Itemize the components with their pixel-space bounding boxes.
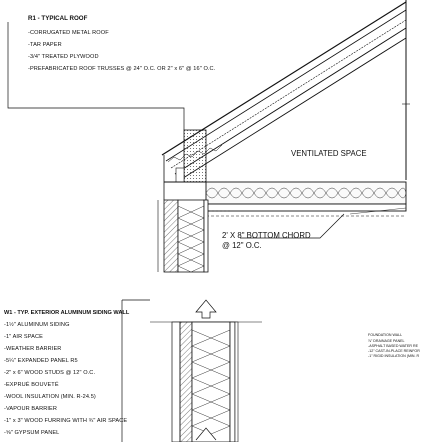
wall-schedule-item: -VAPOUR BARRIER	[4, 406, 57, 412]
fascia-block	[163, 129, 207, 200]
bottom-chord-spacing-label: @ 12" O.C.	[222, 241, 262, 250]
ventilated-space-label: VENTILATED SPACE	[291, 149, 367, 158]
roof-schedule-item: -3/4" TREATED PLYWOOD	[28, 54, 99, 60]
wall-schedule-item: -WEATHER BARRIER	[4, 346, 62, 352]
wall-schedule-item: -1" x 3" WOOD FURRING WITH ¾" AIR SPACE	[4, 418, 128, 424]
foundation-schedule-item: ⅞" DRAINAGE PANEL	[368, 339, 405, 343]
lower-wall	[150, 299, 262, 442]
upper-wall	[157, 199, 230, 273]
foundation-schedule-item: -12" CAST-IN-PLACE REINFOR	[368, 349, 420, 353]
wall-schedule-item: -WOOL INSULATION (MIN. R-24.5)	[4, 394, 96, 400]
roof-schedule-item: -CORRUGATED METAL ROOF	[28, 30, 109, 36]
roof-schedule-item: -TAR PAPER	[28, 42, 62, 48]
foundation-schedule-item: FOUNDATION WALL	[368, 333, 403, 337]
wall-schedule-item: -1" AIR SPACE	[4, 334, 43, 340]
ceiling-insulation	[205, 181, 407, 217]
wall-schedule-item: -5¼" EXPANDED PANEL R5	[4, 358, 78, 364]
wall-schedule-item: -1½" ALUMINUM SIDING	[4, 322, 70, 328]
roof-schedule-item: -PREFABRICATED ROOF TRUSSES @ 24" O.C. O…	[28, 66, 216, 72]
bottom-chord-label: 2' X 8" BOTTOM CHORD	[222, 231, 311, 240]
foundation-schedule-item: -ASPHALT BASED WATER RE	[368, 344, 418, 348]
wall-schedule-item: -EXPRUÉ BOUVETÉ	[4, 382, 59, 388]
roof-schedule-title: R1 - TYPICAL ROOF	[28, 15, 88, 22]
foundation-schedule-item: -1" RIGID INSULATION (MIN. R	[368, 354, 420, 358]
wall-schedule-item: -⅝" GYPSUM PANEL	[4, 430, 60, 436]
wall-schedule-item: -2" x 6" WOOD STUDS @ 12" O.C.	[4, 370, 96, 376]
wall-schedule-title: W1 - TYP. EXTERIOR ALUMINUM SIDING WALL	[4, 310, 130, 316]
leader-lines	[7, 22, 345, 442]
